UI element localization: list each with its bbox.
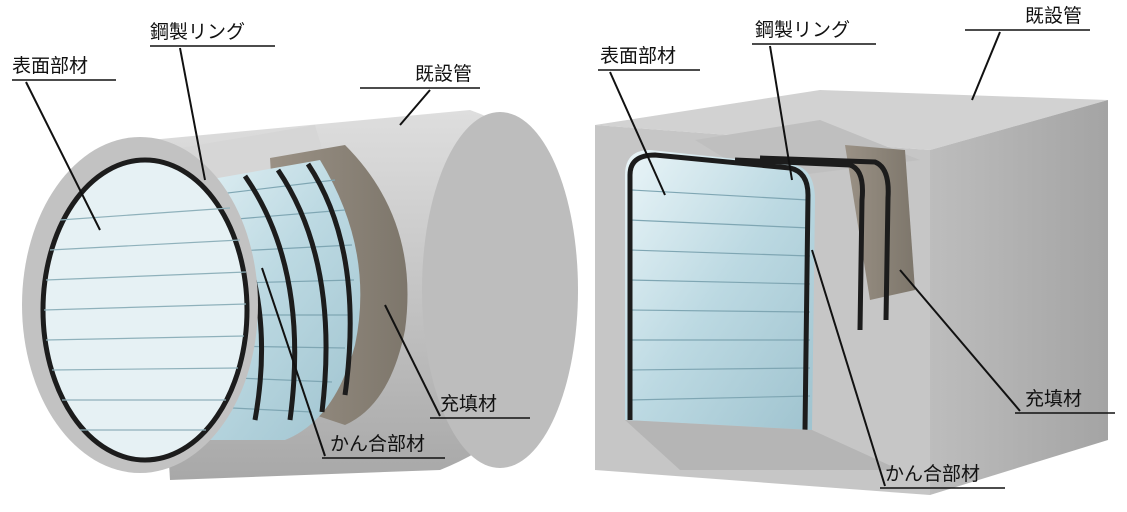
- box-top-face: [595, 90, 1108, 150]
- front-ring-liner: [40, 157, 250, 463]
- steel-rings-right: [627, 152, 891, 431]
- labels-right: 表面部材 鋼製リング 既設管 充填材 かん合部材: [598, 5, 1115, 489]
- label-existing-pipe-left: 既設管: [415, 63, 472, 85]
- box-liner-face: [625, 150, 815, 430]
- label-steel-ring-right: 鋼製リング: [755, 19, 850, 41]
- label-existing-pipe-right: 既設管: [1025, 5, 1082, 27]
- left-pipe-figure: [22, 110, 578, 480]
- label-joint-member-left: かん合部材: [330, 433, 425, 455]
- labels-left: 表面部材 鋼製リング 既設管 充填材 かん合部材: [12, 21, 530, 459]
- label-steel-ring-left: 鋼製リング: [150, 21, 245, 43]
- box-right-face: [930, 100, 1108, 495]
- label-surface-member-left: 表面部材: [12, 55, 88, 77]
- label-filler-left: 充填材: [440, 393, 497, 415]
- existing-pipe-end-face: [422, 112, 578, 468]
- label-surface-member-right: 表面部材: [600, 45, 676, 67]
- right-box-figure: [595, 90, 1108, 495]
- front-face-slats: [43, 207, 247, 431]
- box-liner-slats: [629, 189, 811, 401]
- box-floor: [625, 420, 900, 470]
- label-filler-right: 充填材: [1025, 388, 1082, 410]
- label-joint-member-right: かん合部材: [885, 463, 980, 485]
